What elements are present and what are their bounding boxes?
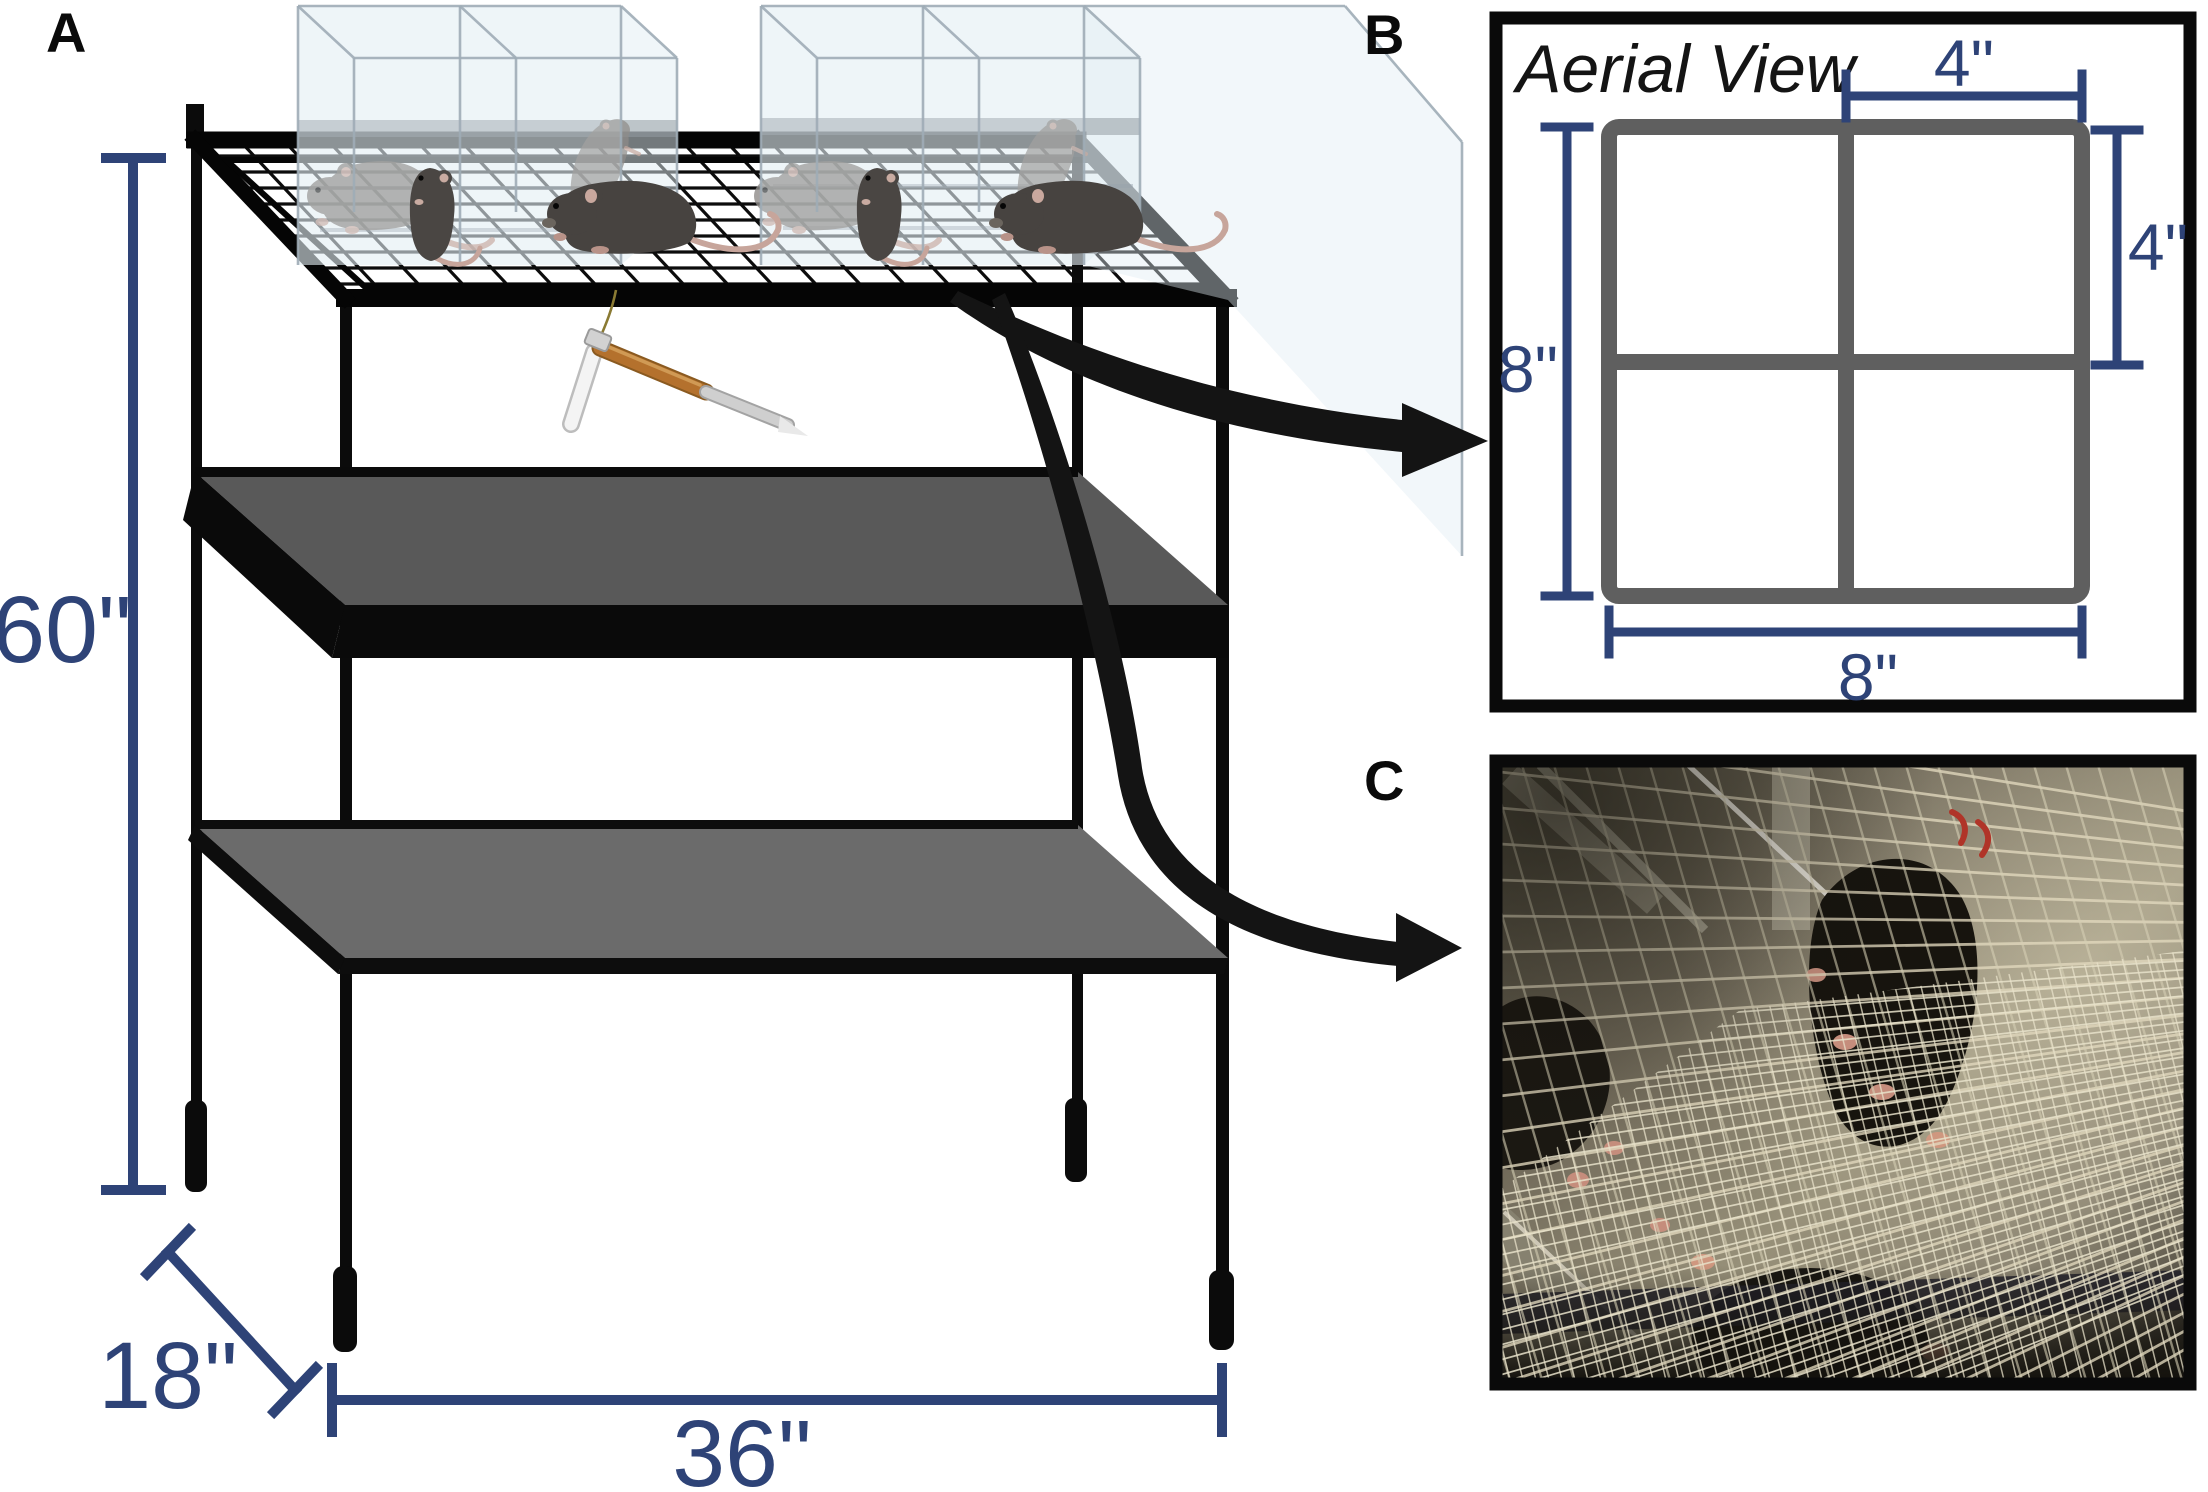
aerial-view-title: Aerial View <box>1512 31 1859 107</box>
callout-to-panel-b <box>950 291 1488 477</box>
rack-leg-front-left <box>340 300 352 1272</box>
arrow-right-icon <box>1396 913 1462 982</box>
depth-dimension-label: 18" <box>98 1323 237 1429</box>
width-dimension-label: 36" <box>672 1401 811 1492</box>
panel-c-border <box>1489 754 2197 1391</box>
grid-2x2-schematic <box>1601 119 2090 604</box>
callout-to-panel-c <box>992 293 1462 982</box>
grid-top-width-label: 4" <box>1934 26 1994 100</box>
rack-middle-shelf <box>183 467 1228 658</box>
panel-c-label: C <box>1364 749 1404 812</box>
rack-leg-back-left <box>191 140 202 1105</box>
grid-left-height-label: 8" <box>1498 332 1558 406</box>
box-rim-bar <box>298 120 677 137</box>
grid-right-height-label: 4" <box>2128 210 2188 284</box>
panel-a-label: A <box>46 1 86 64</box>
mouse-light-crouching-icon <box>307 161 495 251</box>
paintbrush-stimulus-icon <box>562 289 808 436</box>
rack-foot <box>185 1100 207 1192</box>
panel-b-dimension-lines <box>1540 69 2144 659</box>
panel-b-label: B <box>1364 3 1404 66</box>
arrow-right-icon <box>1402 403 1488 477</box>
height-dimension-label: 60" <box>0 577 132 683</box>
rack-leg-front-right <box>1216 300 1229 1276</box>
rack-foot <box>333 1266 357 1352</box>
mouse-dark-standing-icon <box>409 168 483 267</box>
rack-bottom-shelf <box>188 820 1228 974</box>
grid-bottom-width-label: 8" <box>1838 640 1898 714</box>
panel-c-photo <box>1489 754 2197 1391</box>
panel-a-apparatus-diagram: 60" 18" 36" <box>0 4 1488 1492</box>
dimension-line-18in <box>160 1244 303 1398</box>
dimension-annotations: 60" 18" 36" <box>0 153 1227 1492</box>
panel-b-aerial-view: Aerial View 4" 4" 8" 8" <box>1489 11 2197 714</box>
mouse-dark-sitting-icon <box>542 180 782 254</box>
rack-foot <box>1209 1270 1234 1350</box>
rack-foot <box>1065 1098 1087 1182</box>
